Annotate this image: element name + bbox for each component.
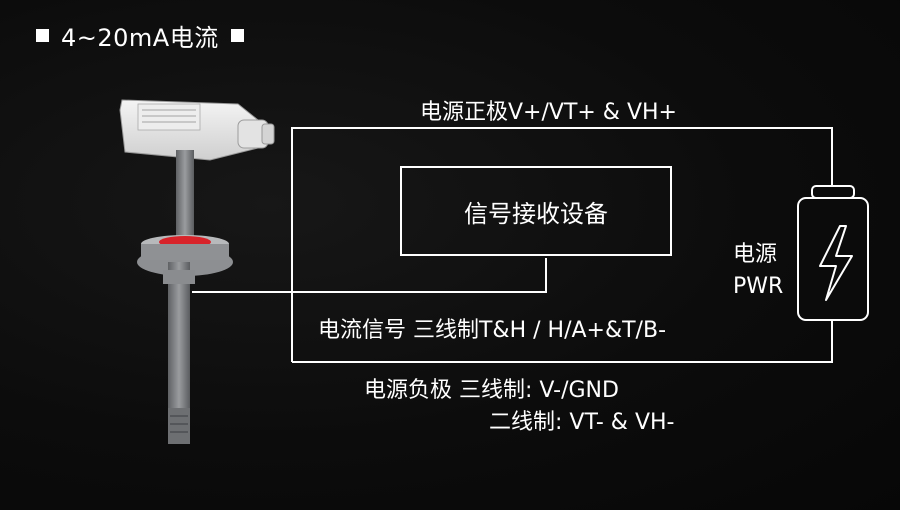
- wire-power-negative: [292, 320, 833, 363]
- battery-bolt-icon: [797, 185, 869, 321]
- power-negative-two-wire-label: 二线制: VT- & VH-: [489, 410, 675, 435]
- signal-receiver-box: 信号接收设备: [400, 166, 672, 256]
- wiring: [192, 127, 833, 363]
- title-square-right-icon: [230, 29, 244, 42]
- sensor-head: [119, 99, 275, 161]
- power-negative-three-wire-label: 电源负极 三线制: V-/GND: [364, 378, 619, 403]
- title-square-left-icon: [36, 29, 49, 42]
- receiver-label: 信号接收设备: [464, 199, 608, 228]
- diagram-title: 4~20mA电流: [36, 18, 244, 53]
- wire-signal: [192, 258, 547, 293]
- wire-power-positive: [291, 127, 833, 362]
- power-positive-label: 电源正极V+/VT+ & VH+: [420, 100, 677, 125]
- power-label: 电源: [733, 242, 778, 267]
- pwr-label: PWR: [733, 274, 784, 299]
- signal-label: 电流信号 三线制T&H / H/A+&T/B-: [318, 318, 667, 343]
- probe-upper: [176, 150, 194, 242]
- title-text: 4~20mA电流: [61, 24, 219, 52]
- probe-tip: [168, 408, 190, 444]
- probe-lower: [168, 262, 190, 442]
- probe-collar: [163, 270, 195, 284]
